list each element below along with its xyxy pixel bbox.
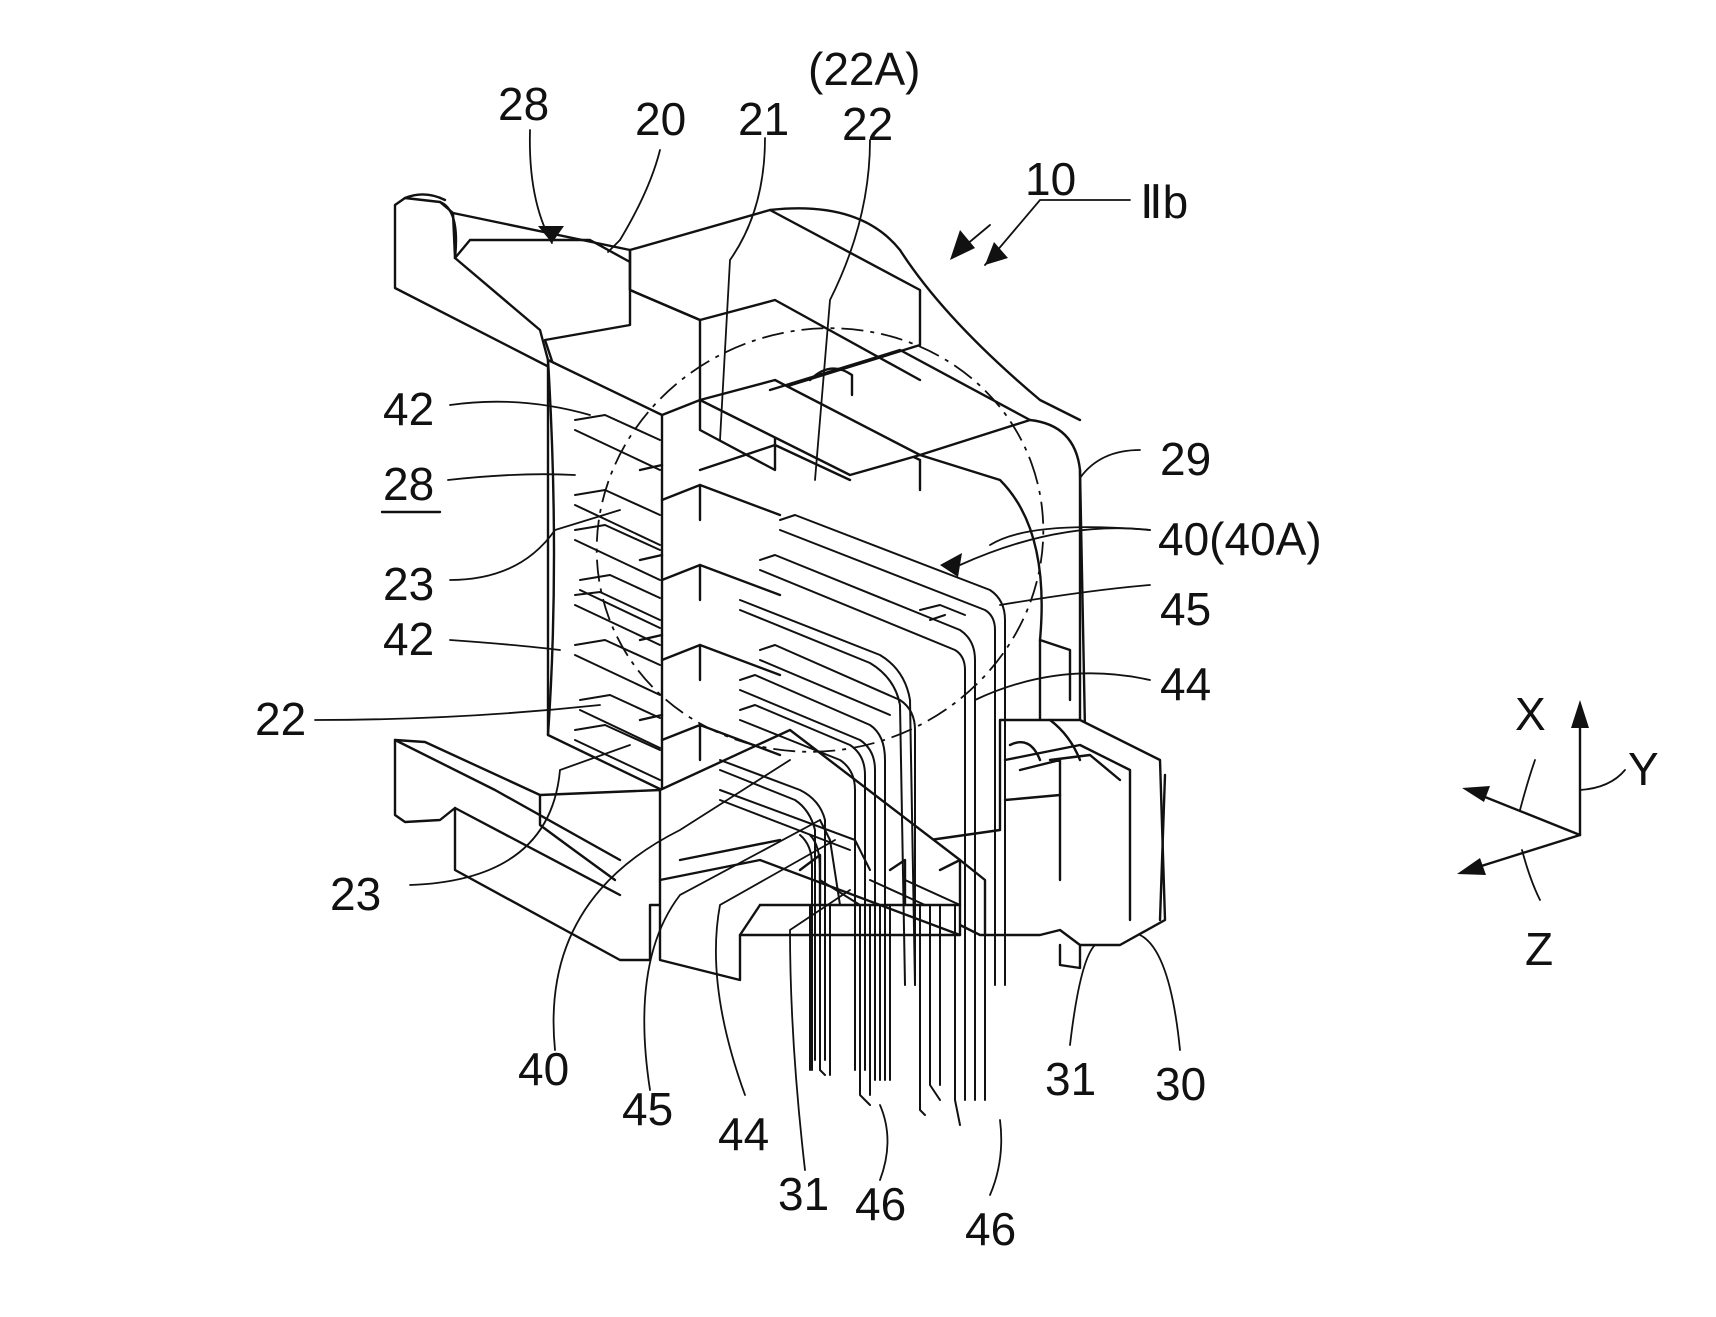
label-40-40A: 40(40A) — [1158, 513, 1322, 565]
label-46-left: 46 — [855, 1178, 906, 1230]
axis-x-arrow-icon — [1571, 700, 1589, 728]
axis-y-label: Y — [1628, 743, 1659, 795]
label-20: 20 — [635, 93, 686, 145]
axis-z-label: Z — [1525, 923, 1553, 975]
label-45-bottom: 45 — [622, 1083, 673, 1135]
label-44-right: 44 — [1160, 658, 1211, 710]
label-42-upper: 42 — [383, 383, 434, 435]
label-IIb: Ⅱb — [1140, 176, 1188, 228]
label-45-right: 45 — [1160, 583, 1211, 635]
label-28-underlined: 28 — [383, 458, 434, 510]
housing-20 — [395, 194, 1165, 980]
label-22-top: 22 — [842, 98, 893, 150]
label-28-top: 28 — [498, 78, 549, 130]
label-29: 29 — [1160, 433, 1211, 485]
label-10: 10 — [1025, 153, 1076, 205]
axis-z-arrow-icon — [1457, 858, 1486, 875]
arrow-40A-icon — [940, 553, 962, 577]
axis-x-label: X — [1515, 688, 1546, 740]
label-42-lower: 42 — [383, 613, 434, 665]
label-44-bottom: 44 — [718, 1108, 769, 1160]
label-30: 30 — [1155, 1058, 1206, 1110]
label-21: 21 — [738, 93, 789, 145]
arrow-10-icon — [950, 230, 975, 260]
label-31-right: 31 — [1045, 1053, 1096, 1105]
axis-y-back-line — [1480, 795, 1580, 835]
arrow-IIb-icon — [985, 242, 1008, 265]
label-40-bottom: 40 — [518, 1043, 569, 1095]
label-23-lower: 23 — [330, 868, 381, 920]
label-23-upper: 23 — [383, 558, 434, 610]
coordinate-axes: X Y Z — [1457, 688, 1659, 975]
label-46-right: 46 — [965, 1203, 1016, 1255]
label-22A: (22A) — [808, 43, 920, 95]
axis-back-arrow-icon — [1462, 786, 1490, 802]
upper-flange — [395, 198, 630, 370]
axis-z-line — [1475, 835, 1580, 868]
label-22-left: 22 — [255, 693, 306, 745]
label-31-bottom: 31 — [778, 1168, 829, 1220]
